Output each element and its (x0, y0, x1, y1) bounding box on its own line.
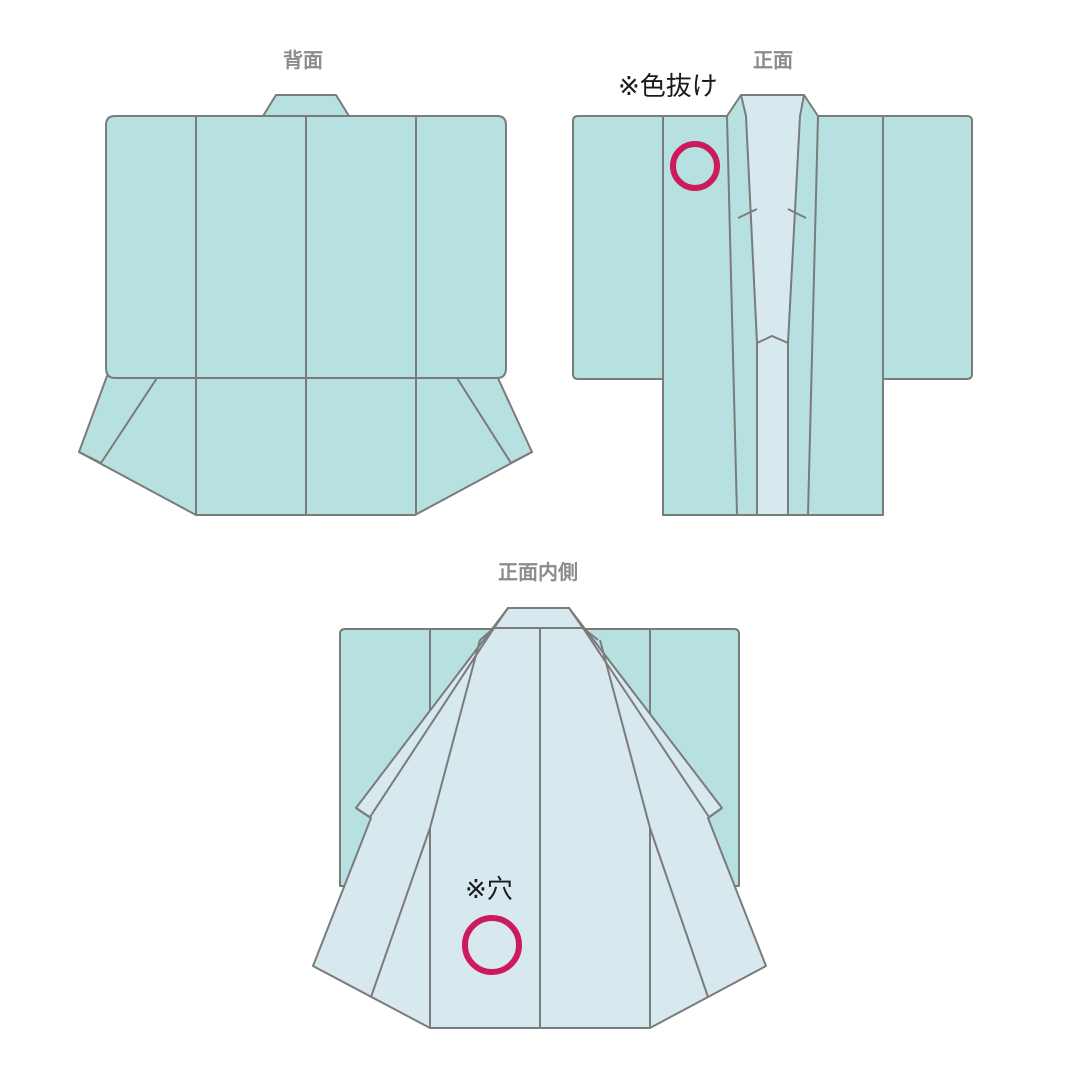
back-left-gusset-hem (78, 451, 102, 464)
front-view-title: 正面 (753, 48, 793, 72)
front-left-collar-tick (737, 208, 758, 219)
inside-right-collar-inner (582, 627, 710, 818)
discoloration-marker (670, 141, 720, 191)
hole-marker (462, 915, 522, 975)
inside-right-panel-seam (599, 639, 651, 829)
inside-left-gusset-seam (370, 827, 431, 998)
back-view-title: 背面 (283, 48, 323, 72)
inside-left-collar-end (355, 807, 372, 819)
inside-right-gusset-seam (649, 827, 709, 998)
back-view: 背面 (78, 48, 533, 516)
front-view: 正面 ※色抜け (572, 48, 973, 516)
inside-neck-line (493, 607, 584, 629)
front-right-collar (787, 94, 819, 516)
back-collar (262, 94, 350, 117)
inside-neck-inner (479, 627, 599, 641)
back-right-gusset-seam (456, 377, 512, 464)
front-right-sleeve (882, 115, 973, 380)
back-left-gusset-seam (100, 377, 158, 464)
front-left-collar (726, 94, 758, 516)
inside-left-collar-inner (369, 627, 495, 818)
front-left-sleeve (572, 115, 664, 380)
inside-view: 正面内側 ※穴 (312, 560, 767, 1029)
front-discoloration-note: ※色抜け (618, 72, 718, 102)
inside-right-collar-end (707, 807, 723, 819)
front-right-collar-tick (787, 208, 807, 219)
hole-note: ※穴 (465, 875, 513, 905)
inside-view-title: 正面内側 (498, 560, 578, 584)
inside-left-panel-seam (429, 639, 481, 829)
front-collar-meet (756, 334, 789, 344)
back-right-gusset-hem (510, 451, 533, 464)
